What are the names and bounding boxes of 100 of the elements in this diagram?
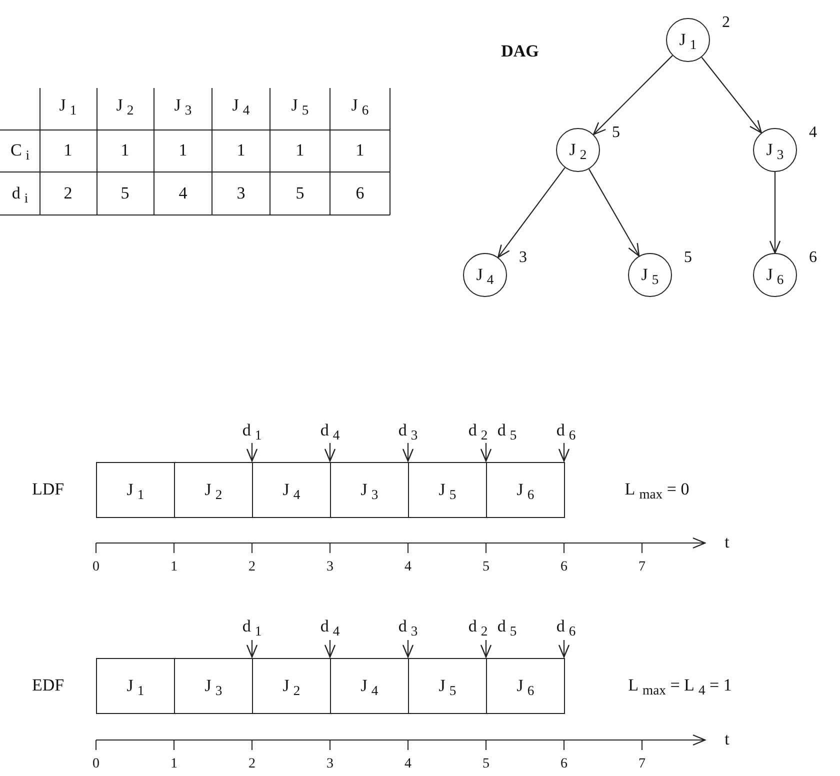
- cell-value: 4: [178, 184, 188, 204]
- arrow: [592, 55, 673, 136]
- task-label: J$_{2}$: [569, 140, 587, 160]
- task-circle: [556, 128, 600, 172]
- task-circle: [753, 253, 797, 297]
- column-header: J$_{6}$: [351, 96, 369, 116]
- lateness-value: L$_{max}$ = 0: [624, 480, 690, 500]
- tick-label: 1: [170, 559, 178, 575]
- cell-value: 6: [356, 184, 364, 204]
- tick-label: 2: [248, 559, 256, 575]
- schedule-slot: [174, 658, 253, 714]
- tick-label: 4: [404, 756, 412, 772]
- deadline-label: d$_{5}$: [497, 618, 517, 636]
- task-label: J$_{3}$: [766, 140, 784, 160]
- deadline-label: d$_{6}$: [556, 422, 576, 440]
- deadline-value: 5: [684, 249, 692, 267]
- cell-value: 1: [296, 142, 304, 160]
- cell-value: 1: [356, 142, 364, 160]
- task-label: J$_{1}$: [126, 676, 144, 696]
- column-header: J$_{2}$: [116, 96, 134, 116]
- tick-label: 2: [248, 756, 256, 772]
- tick-label: 7: [638, 559, 646, 575]
- arrow: [588, 168, 640, 257]
- deadline-label: d$_{4}$: [320, 422, 340, 440]
- tick-label: 5: [482, 559, 490, 575]
- deadline-value: 5: [612, 124, 620, 142]
- schedule-slot: [486, 462, 565, 518]
- schedule-slot: [408, 658, 487, 714]
- deadline-value: 4: [809, 124, 817, 142]
- axis-label: t: [724, 730, 730, 750]
- deadline-label: d$_{4}$: [320, 618, 340, 636]
- cell-value: 5: [120, 184, 130, 204]
- cell-value: 1: [120, 142, 130, 160]
- deadline-label: d$_{3}$: [398, 618, 418, 636]
- tick-label: 5: [482, 756, 490, 772]
- task-label: J$_{6}$: [766, 266, 784, 284]
- schedule-slot: [96, 658, 175, 714]
- arrow: [769, 172, 781, 254]
- task-label: J$_{5}$: [641, 266, 659, 284]
- task-label: J$_{2}$: [204, 480, 222, 500]
- task-label: J$_{4}$: [476, 266, 494, 284]
- schedule-slot: [330, 658, 409, 714]
- schedule-slot: [96, 462, 175, 518]
- deadline-value: 6: [809, 249, 817, 267]
- axis-label: t: [724, 534, 730, 552]
- schedule-slot: [174, 462, 253, 518]
- deadline-label: d$_{2}$: [468, 618, 488, 636]
- task-label: J$_{3}$: [204, 676, 222, 696]
- tick-label: 6: [560, 559, 568, 575]
- schedule-name: LDF: [32, 480, 64, 500]
- schedule-slot: [252, 462, 331, 518]
- tick-label: 3: [326, 756, 334, 772]
- task-label: J$_{5}$: [438, 480, 456, 500]
- column-header: J$_{1}$: [59, 96, 77, 116]
- task-label: J$_{6}$: [516, 480, 534, 500]
- cell-value: 1: [64, 142, 72, 160]
- task-label: J$_{4}$: [282, 480, 300, 500]
- deadline-label: d$_{5}$: [497, 422, 517, 440]
- schedule-slot: [486, 658, 565, 714]
- task-circle: [666, 18, 710, 62]
- tick-label: 6: [560, 756, 568, 772]
- cell-value: 5: [296, 184, 304, 204]
- schedule-slot: [252, 658, 331, 714]
- deadline-label: d$_{6}$: [556, 618, 576, 636]
- lateness-value: L$_{max}$ = L$_{4}$ = 1: [628, 676, 732, 696]
- task-circle: [463, 253, 507, 297]
- schedule-slot: [408, 462, 487, 518]
- cell-value: 3: [236, 184, 246, 204]
- task-label: J$_{2}$: [282, 676, 300, 696]
- tick-label: 0: [92, 756, 100, 772]
- column-header: J$_{5}$: [291, 96, 309, 116]
- tick-label: 1: [170, 756, 178, 772]
- tick-label: 7: [638, 756, 646, 772]
- tick-label: 4: [404, 559, 412, 575]
- column-header: J$_{4}$: [232, 96, 250, 116]
- arrow: [701, 56, 762, 134]
- column-header: J$_{3}$: [174, 96, 192, 116]
- task-circle: [628, 253, 672, 297]
- arrow: [498, 167, 566, 258]
- task-label: J$_{5}$: [438, 676, 456, 696]
- cell-value: 1: [178, 142, 188, 160]
- deadline-value: 2: [722, 14, 730, 32]
- deadline-value: 3: [519, 249, 527, 267]
- task-circle: [753, 128, 797, 172]
- cell-value: 2: [64, 184, 72, 204]
- task-label: J$_{6}$: [516, 676, 534, 696]
- schedule-slot: [330, 462, 409, 518]
- cell-value: 1: [236, 142, 246, 160]
- task-label: J$_{3}$: [360, 480, 378, 500]
- schedule-name: EDF: [32, 676, 64, 696]
- tick-label: 0: [92, 559, 100, 575]
- row-header: d$_{i}$: [12, 184, 28, 204]
- task-label: J$_{4}$: [360, 676, 378, 696]
- task-label: J$_{1}$: [679, 30, 697, 50]
- deadline-label: d$_{1}$: [242, 422, 262, 440]
- tick-label: 3: [326, 559, 334, 575]
- deadline-label: d$_{1}$: [242, 618, 262, 636]
- deadline-label: d$_{3}$: [398, 422, 418, 440]
- deadline-label: d$_{2}$: [468, 422, 488, 440]
- task-label: J$_{1}$: [126, 480, 144, 500]
